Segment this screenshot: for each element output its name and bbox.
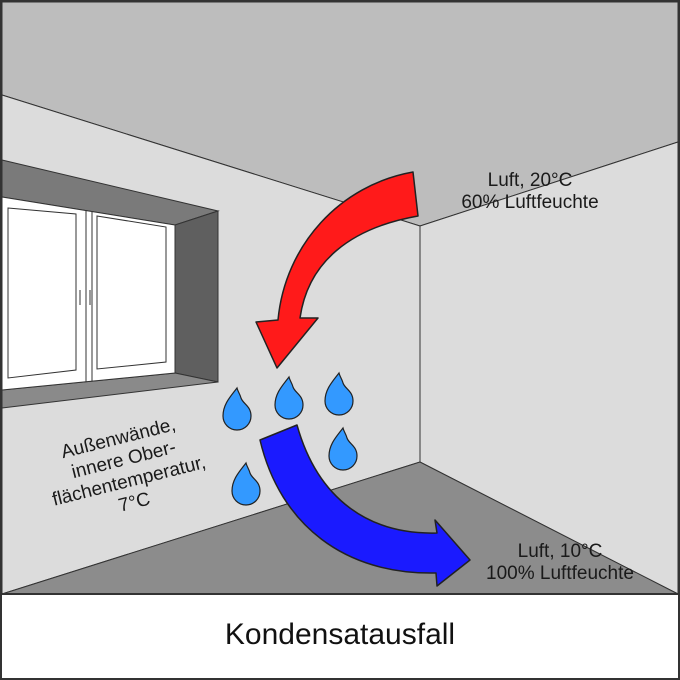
droplets bbox=[222, 371, 358, 506]
warm-air-temp: Luft, 20°C bbox=[487, 170, 573, 191]
warm-air-label: Luft, 20°C 60% Luftfeuchte bbox=[430, 170, 630, 214]
cold-air-temp: Luft, 10°C bbox=[517, 541, 603, 562]
warm-air-humidity: 60% Luftfeuchte bbox=[461, 192, 599, 213]
warm-air-arrow bbox=[255, 171, 419, 369]
droplet-icon bbox=[231, 461, 261, 506]
window-pane-right bbox=[96, 215, 167, 370]
droplet-icon bbox=[222, 386, 252, 431]
caption-area bbox=[2, 595, 678, 678]
window bbox=[1, 159, 220, 409]
diagram-caption: Kondensatausfall bbox=[224, 618, 456, 651]
window-pane-left bbox=[7, 207, 77, 379]
cold-air-label: Luft, 10°C 100% Luftfeuchte bbox=[460, 541, 660, 585]
cold-air-arrow bbox=[259, 424, 471, 587]
droplet-icon bbox=[324, 371, 354, 416]
window-reveal-side bbox=[174, 210, 219, 383]
cold-air-humidity: 100% Luftfeuchte bbox=[486, 563, 634, 584]
droplet-icon bbox=[328, 426, 358, 471]
droplet-icon bbox=[274, 375, 304, 420]
